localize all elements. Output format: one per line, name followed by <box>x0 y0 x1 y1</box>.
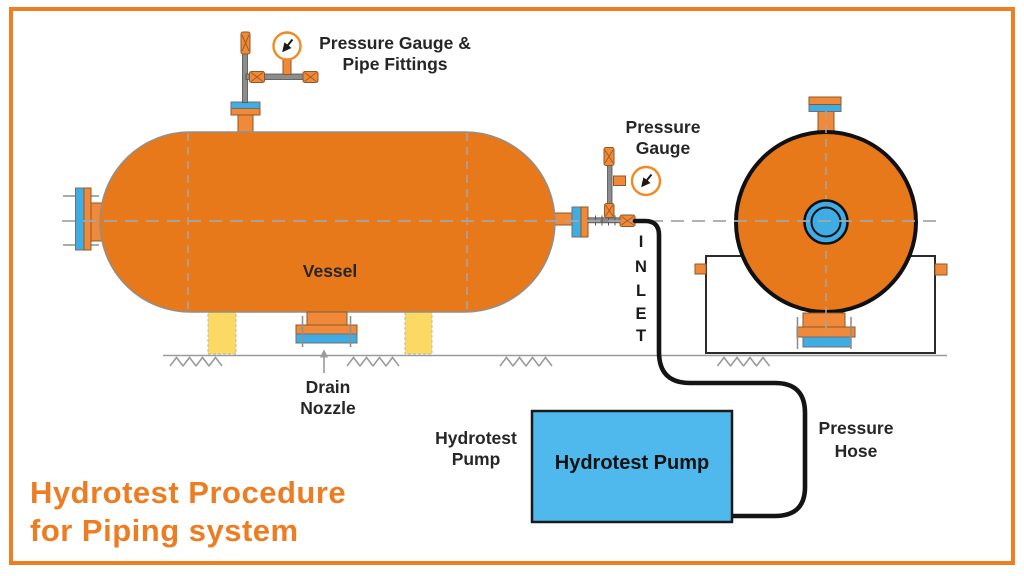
support-legs <box>207 311 433 355</box>
gauge-stub <box>613 175 626 186</box>
inlet-letter: N <box>635 258 647 276</box>
drain-nozzle <box>295 311 358 373</box>
support-leg-right <box>404 311 433 355</box>
label-pump-caption-line2: Pump <box>452 449 501 469</box>
hydrotest-pump-box <box>530 409 734 524</box>
flange-blue-ring <box>230 101 261 109</box>
label-pressure-gauge-line2: Gauge <box>636 138 691 158</box>
label-pressure-gauge-fittings-line1: Pressure Gauge & <box>319 33 471 53</box>
pipe-fitting <box>603 147 615 166</box>
label-inlet-vertical: I N L E T <box>635 233 647 345</box>
saddle-tab-right <box>934 263 948 276</box>
flange-blue-ring <box>75 187 85 251</box>
gauge-stub <box>282 59 292 75</box>
pipe-fitting <box>240 31 251 55</box>
label-pressure-gauge-line1: Pressure <box>626 117 701 137</box>
label-pressure-hose-line1: Pressure <box>819 418 894 438</box>
flange-orange-ring <box>580 206 589 238</box>
inlet-letter: I <box>639 233 644 251</box>
fitting-x-icon <box>304 72 317 82</box>
gauge-needle <box>641 173 653 188</box>
nozzle-inner-circle <box>810 206 842 238</box>
pipe-fitting <box>249 71 265 83</box>
pipe-fitting <box>302 71 319 83</box>
frame-border <box>9 7 1015 565</box>
gauge-needle <box>282 38 294 53</box>
top-nozzle-flange <box>230 101 261 116</box>
fitting-x-icon <box>241 34 250 52</box>
drain-neck <box>802 312 846 328</box>
ground-hatch-marks <box>169 356 771 367</box>
label-drain-line1: Drain <box>306 377 351 397</box>
inlet-assembly <box>571 147 662 238</box>
label-pressure-gauge-fittings-line2: Pipe Fittings <box>343 54 448 74</box>
saddle-tab-left <box>694 263 707 275</box>
fitting-x-icon <box>604 149 614 164</box>
pressure-hose <box>632 218 808 519</box>
inlet-letter: L <box>636 282 646 300</box>
label-pump-box: Hydrotest Pump <box>555 452 709 474</box>
vessel-body <box>99 131 556 313</box>
flange-orange-ring <box>230 108 261 116</box>
manway-flange <box>63 187 99 251</box>
drain-neck <box>306 311 348 326</box>
flange-orange-ring <box>808 96 842 105</box>
label-vessel: Vessel <box>303 261 358 281</box>
fitting-x-icon <box>250 72 264 82</box>
page-title-line2: for Piping system <box>30 513 299 548</box>
pressure-gauge-icon <box>272 31 302 61</box>
drain-flange-orange <box>295 324 358 335</box>
label-drain-line2: Nozzle <box>300 398 356 418</box>
pipe-fitting <box>604 203 615 218</box>
flange-blue-ring <box>571 206 582 238</box>
fitting-x-icon <box>605 204 614 217</box>
flange-orange-ring <box>83 187 92 251</box>
flange-blue-ring <box>808 104 842 112</box>
pressure-gauge-icon <box>630 165 662 197</box>
inlet-letter: E <box>635 305 646 323</box>
support-leg-left <box>207 311 237 355</box>
end-view-center-nozzle <box>803 199 849 245</box>
page-title-line1: Hydrotest Procedure <box>30 475 346 510</box>
tee-riser-pipe <box>607 163 613 206</box>
pressure-gauge-fittings-assembly <box>240 31 319 103</box>
label-pressure-hose-line2: Hose <box>835 441 878 461</box>
label-pump-caption-line1: Hydrotest <box>435 428 517 448</box>
drain-flange-blue <box>295 333 358 344</box>
vessel-end-view <box>694 96 948 354</box>
fitting-x-icon <box>621 216 634 226</box>
inlet-letter: T <box>636 327 646 345</box>
drain-flange-blue <box>802 336 852 348</box>
